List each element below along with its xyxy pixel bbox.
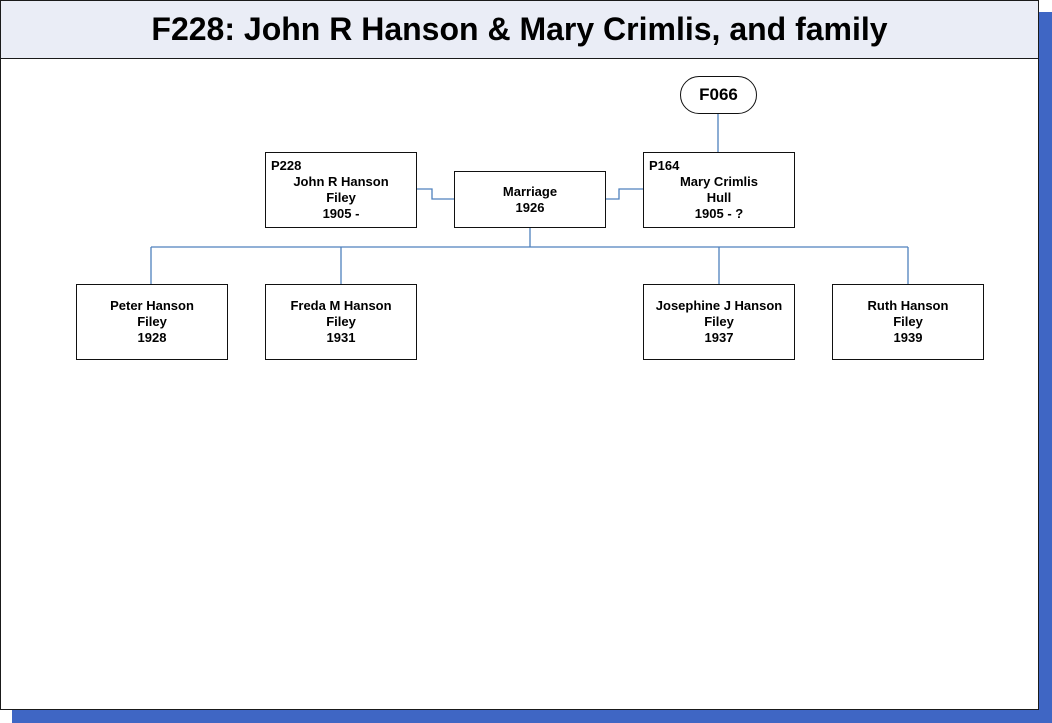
- child-place: Filey: [326, 314, 356, 329]
- husband-node[interactable]: P228 John R Hanson Filey 1905 -: [265, 152, 417, 228]
- child-name: Ruth Hanson: [867, 298, 949, 313]
- child-place: Filey: [704, 314, 734, 329]
- child-name: Josephine J Hanson: [655, 298, 783, 313]
- page-title: F228: John R Hanson & Mary Crimlis, and …: [151, 11, 888, 47]
- child-year: 1937: [704, 330, 734, 345]
- child-place: Filey: [893, 314, 923, 329]
- husband-id: P228: [271, 158, 302, 173]
- child-place: Filey: [137, 314, 167, 329]
- marriage-year: 1926: [515, 200, 545, 215]
- husband-name: John R Hanson: [293, 174, 389, 189]
- husband-marriage-connector: [416, 188, 455, 200]
- wife-node[interactable]: P164 Mary Crimlis Hull 1905 - ?: [643, 152, 795, 228]
- wife-dates: 1905 - ?: [694, 206, 744, 221]
- husband-place: Filey: [326, 190, 356, 205]
- child-year: 1939: [893, 330, 923, 345]
- wife-name: Mary Crimlis: [679, 174, 759, 189]
- wife-id: P164: [649, 158, 680, 173]
- child-node-1[interactable]: Peter Hanson Filey 1928: [76, 284, 228, 360]
- marriage-label: Marriage: [502, 184, 558, 199]
- marriage-node[interactable]: Marriage 1926: [454, 171, 606, 228]
- wife-place: Hull: [706, 190, 732, 205]
- child-name: Peter Hanson: [110, 298, 194, 313]
- wife-marriage-connector: [605, 188, 643, 200]
- child-year: 1931: [326, 330, 356, 345]
- title-bar: F228: John R Hanson & Mary Crimlis, and …: [1, 1, 1038, 59]
- child-node-2[interactable]: Freda M Hanson Filey 1931: [265, 284, 417, 360]
- child-name: Freda M Hanson: [290, 298, 392, 313]
- child-node-3[interactable]: Josephine J Hanson Filey 1937: [643, 284, 795, 360]
- child-year: 1928: [137, 330, 167, 345]
- parent-family-label: F066: [699, 85, 738, 104]
- parent-family-node[interactable]: F066: [680, 76, 757, 114]
- husband-dates: 1905 -: [322, 206, 360, 221]
- child-node-4[interactable]: Ruth Hanson Filey 1939: [832, 284, 984, 360]
